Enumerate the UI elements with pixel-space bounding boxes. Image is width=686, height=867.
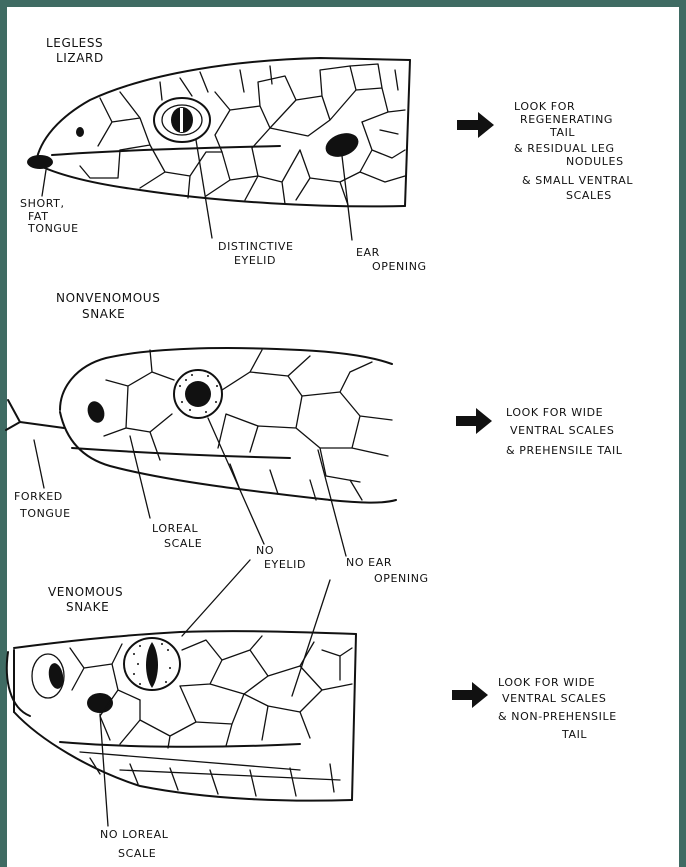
venomous-head-drawing [7, 631, 356, 800]
vertical-pupil [146, 642, 158, 688]
no-loreal-label-2: SCALE [118, 847, 156, 860]
round-pupil [185, 381, 211, 407]
svg-text:NODULES: NODULES [566, 155, 624, 168]
lizard-tongue [27, 155, 53, 169]
venomous-tongue [7, 652, 30, 716]
forked-tongue-label-2: TONGUE [19, 507, 71, 520]
svg-text:& SMALL VENTRAL: & SMALL VENTRAL [522, 174, 633, 187]
venomous-snake-section: VENOMOUS SNAKE [7, 585, 617, 860]
svg-text:LOOK FOR WIDE: LOOK FOR WIDE [506, 406, 603, 419]
venomous-title-line2: SNAKE [66, 600, 109, 614]
forked-tongue-label-1: FORKED [14, 490, 63, 503]
lizard-eyelid-label-1: DISTINCTIVE [218, 240, 294, 253]
nonvenomous-snake-section: NONVENOMOUS SNAKE [6, 291, 623, 556]
lizard-eyelid-label-2: EYELID [234, 254, 276, 267]
no-eyelid-label-1: NO [256, 544, 274, 557]
no-ear-label-2: OPENING [374, 572, 429, 585]
lizard-title-line1: LEGLESS [46, 36, 103, 50]
lizard-arrow-icon [457, 112, 494, 138]
svg-text:TAIL: TAIL [561, 728, 587, 741]
svg-text:& NON-PREHENSILE: & NON-PREHENSILE [498, 710, 617, 723]
svg-text:VENTRAL SCALES: VENTRAL SCALES [510, 424, 614, 437]
forked-tongue [6, 400, 64, 430]
nonvenomous-title-line1: NONVENOMOUS [56, 291, 160, 305]
lizard-tongue-label-3: TONGUE [27, 222, 79, 235]
lizard-ear-label-2: OPENING [372, 260, 427, 273]
lizard-ear-label-1: EAR [356, 246, 380, 259]
venomous-note: LOOK FOR WIDE VENTRAL SCALES & NON-PREHE… [498, 676, 617, 741]
nonvenomous-arrow-icon [456, 408, 492, 434]
no-ear-label-1: NO EAR [346, 556, 392, 569]
svg-text:& RESIDUAL LEG: & RESIDUAL LEG [514, 142, 615, 155]
svg-text:& PREHENSILE TAIL: & PREHENSILE TAIL [506, 444, 623, 457]
venomous-arrow-icon [452, 682, 488, 708]
nonvenomous-head-drawing [6, 348, 396, 503]
lizard-note: LOOK FOR REGENERATING TAIL & RESIDUAL LE… [514, 100, 633, 202]
svg-text:LOOK FOR WIDE: LOOK FOR WIDE [498, 676, 595, 689]
svg-text:LOOK FOR: LOOK FOR [514, 100, 575, 113]
lizard-title-line2: LIZARD [56, 51, 104, 65]
svg-text:REGENERATING: REGENERATING [520, 113, 613, 126]
loreal-label-1: LOREAL [152, 522, 199, 535]
loreal-label-2: SCALE [164, 537, 202, 550]
nonvenomous-note: LOOK FOR WIDE VENTRAL SCALES & PREHENSIL… [506, 406, 623, 457]
no-eyelid-label-2: EYELID [264, 558, 306, 571]
svg-text:VENTRAL SCALES: VENTRAL SCALES [502, 692, 606, 705]
svg-text:TAIL: TAIL [549, 126, 575, 139]
svg-text:SCALES: SCALES [566, 189, 612, 202]
legless-lizard-section: LEGLESS LIZARD [20, 36, 633, 273]
nonvenomous-title-line2: SNAKE [82, 307, 125, 321]
venomous-title-line1: VENOMOUS [48, 585, 123, 599]
shared-labels: NO EYELID NO EAR OPENING [182, 544, 429, 696]
lizard-tongue-label-1: SHORT, [20, 197, 65, 210]
lizard-head-drawing [27, 58, 410, 206]
no-loreal-label-1: NO LOREAL [100, 828, 169, 841]
